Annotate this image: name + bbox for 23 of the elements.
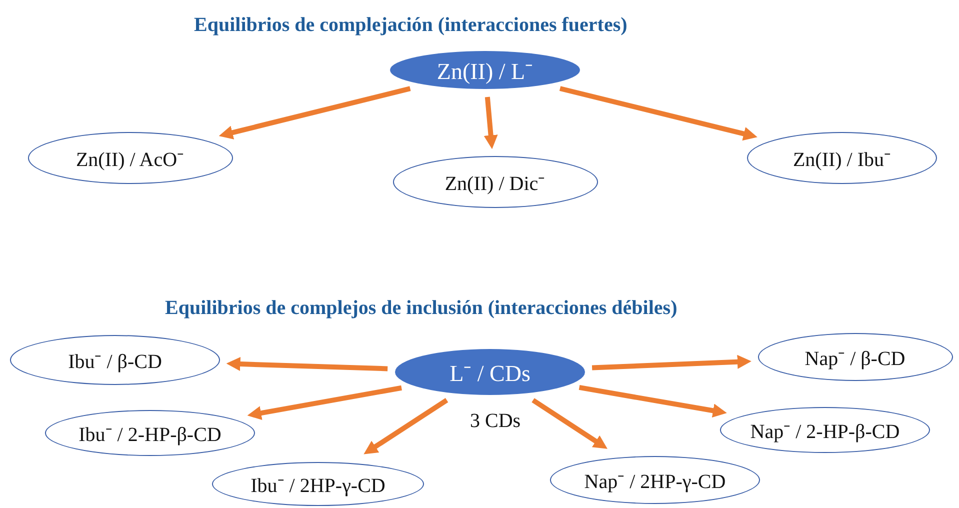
arrow	[484, 96, 498, 150]
arrow	[578, 385, 727, 418]
arrow	[364, 398, 448, 454]
node-label: Ibu⁻ / 2-HP-β-CD	[78, 422, 222, 446]
arrow	[532, 398, 608, 449]
node-label: Zn(II) / Dic⁻	[444, 172, 546, 196]
node-label: Nap⁻ / β-CD	[804, 346, 906, 370]
node-label: L⁻ / CDs	[450, 360, 530, 388]
heading: Equilibrios de complejos de inclusión (interacciones débiles)	[165, 297, 678, 320]
heading: Equilibrios de complejación (interacciones fuertes)	[194, 14, 628, 37]
arrow	[218, 86, 411, 140]
annotation: 3 CDs	[470, 410, 521, 433]
node-label: Ibu⁻ / β-CD	[68, 350, 162, 374]
node-label: Nap⁻ / 2-HP-β-CD	[750, 420, 900, 444]
node-label: Zn(II) / AcO⁻	[76, 148, 184, 172]
arrow	[247, 385, 402, 420]
arrow	[559, 86, 758, 141]
node-label: Zn(II) / L⁻	[436, 58, 534, 86]
node-label: Zn(II) / Ibu⁻	[792, 148, 892, 172]
arrow	[226, 357, 388, 372]
node-label: Ibu⁻ / 2HP-γ-CD	[250, 474, 386, 498]
node-label: Nap⁻ / 2HP-γ-CD	[584, 470, 726, 494]
arrow	[592, 354, 752, 370]
